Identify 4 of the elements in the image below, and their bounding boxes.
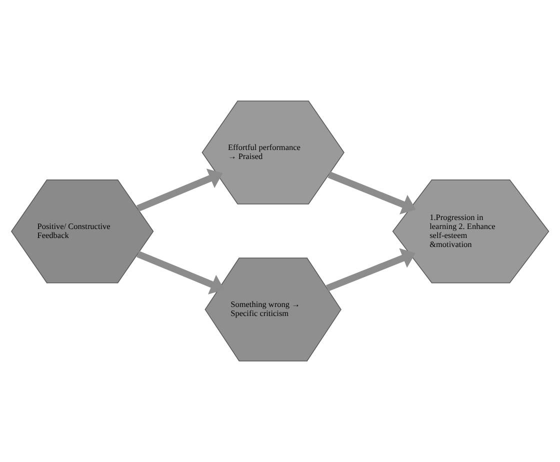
arrow: [328, 172, 416, 214]
arrow: [326, 248, 416, 292]
arrow: [136, 250, 224, 294]
arrow: [136, 168, 223, 212]
